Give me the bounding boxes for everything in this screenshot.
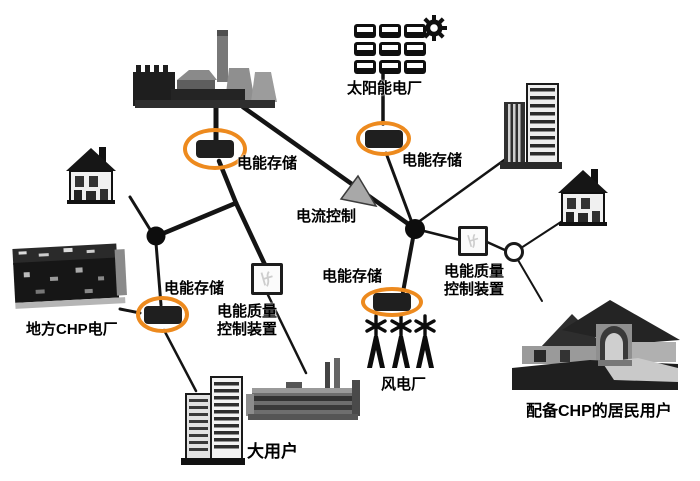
line-hub-to-pq-device-right (422, 229, 462, 242)
energy-storage-icon (356, 121, 411, 156)
storage-box (196, 140, 234, 158)
label-energy-storage-1: 电能存储 (237, 155, 298, 172)
line-bend-to-pq-device-left (233, 200, 269, 270)
label-power-quality-left-line1: 电能质量 (217, 303, 278, 320)
energy-storage-icon (136, 296, 189, 333)
energy-storage-icon (361, 287, 423, 317)
line-hub-to-storage4 (401, 236, 415, 294)
line-pq-right-to-circle (485, 240, 509, 253)
storage-box (364, 129, 403, 148)
wind-turbines-icon (365, 314, 436, 368)
storage-box (143, 305, 182, 324)
solar-cell-grid (354, 24, 426, 74)
faint-glyph (467, 233, 479, 249)
local-chp-plant-icon (12, 243, 127, 309)
solar-panels-icon (354, 15, 447, 74)
faint-glyph (260, 271, 273, 287)
line-storage3-to-hub (384, 151, 416, 230)
large-user-buildings-icon (181, 376, 245, 465)
line-junction-to-house-left (128, 195, 153, 233)
label-solar-plant: 太阳能电厂 (347, 80, 423, 97)
line-circle-to-big-house (517, 259, 543, 302)
label-power-quality-left-line2: 控制装置 (217, 321, 278, 338)
junction-node-icon (146, 226, 166, 246)
label-power-quality-right: 电能质量 控制装置 (444, 263, 504, 299)
junction-node-icon (405, 219, 425, 239)
label-power-quality-right-line1: 电能质量 (444, 263, 505, 280)
label-wind-plant: 风电厂 (381, 376, 427, 393)
label-local-chp-plant: 地方CHP电厂 (26, 321, 118, 338)
label-power-quality-right-line2: 控制装置 (444, 281, 505, 298)
label-energy-storage-3: 电能存储 (164, 280, 225, 297)
line-plant-to-hub (240, 104, 417, 231)
residential-chp-house-icon (512, 300, 680, 390)
storage-box (373, 293, 411, 311)
line-pq-left-to-factory (266, 293, 308, 375)
power-quality-device-icon (251, 263, 283, 295)
label-power-quality-left: 电能质量 控制装置 (217, 303, 277, 339)
energy-storage-icon (183, 128, 247, 170)
office-towers-icon (500, 83, 562, 169)
line-junction-to-storage2 (154, 241, 163, 307)
label-energy-storage-4: 电能存储 (322, 268, 383, 285)
label-current-control: 电流控制 (296, 208, 357, 225)
label-chp-residential-users: 配备CHP的居民用户 (526, 403, 672, 420)
sun-gear-icon (421, 15, 447, 41)
house-left-icon (66, 147, 116, 204)
power-quality-device-icon (458, 226, 488, 256)
label-energy-storage-2: 电能存储 (402, 152, 463, 169)
open-node-icon (504, 242, 524, 262)
central-power-plant-icon (133, 30, 277, 108)
house-right-icon (558, 169, 608, 226)
line-storage2-to-large-users (162, 328, 198, 393)
label-large-users: 大用户 (247, 442, 298, 461)
line-hub-to-towers (415, 156, 509, 225)
current-control-triangle-icon (339, 174, 378, 208)
factory-icon (246, 358, 360, 420)
line-bend-to-junction (154, 200, 239, 239)
